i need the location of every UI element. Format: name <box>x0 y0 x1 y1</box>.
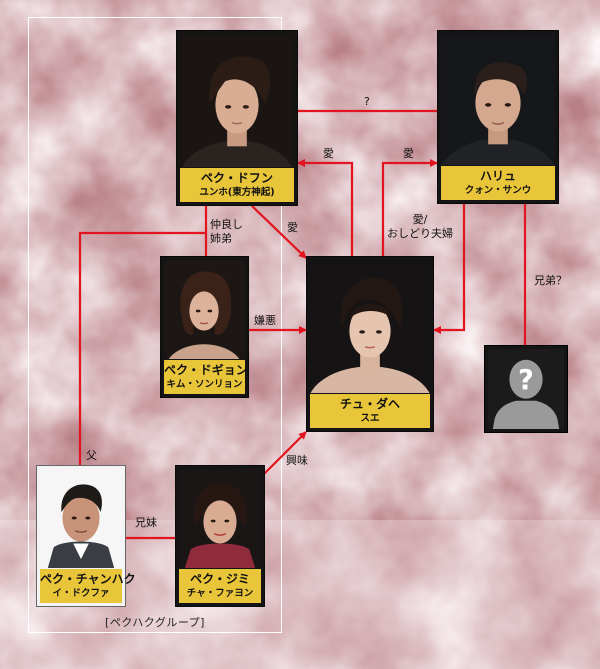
relation-label: 兄弟？ <box>534 274 567 287</box>
line-dahe-haryu <box>381 159 438 256</box>
relation-label: 愛 <box>287 221 298 234</box>
relation-label: 父 <box>86 449 97 462</box>
line-father <box>78 231 206 465</box>
actor-name: クォン・サンウ <box>464 185 532 196</box>
character-card-chanhaku[interactable]: ペク・チャンハク イ・ドクファ <box>36 465 136 607</box>
line-haryu-dahe <box>433 204 466 334</box>
actor-name: イ・ドクファ <box>52 588 110 599</box>
question-mark: ? <box>518 365 534 396</box>
character-card-dahe[interactable]: チュ・ダヘ スエ <box>306 256 434 432</box>
role-name: ハリュ <box>479 169 516 183</box>
name-plate: ハリュ クォン・サンウ <box>441 166 555 200</box>
role-name: ペク・チャンハク <box>40 572 136 586</box>
relation-label: 愛/ おしどり夫婦 <box>387 213 453 240</box>
character-card-jimi[interactable]: ペク・ジミ チャ・ファヨン <box>175 465 265 607</box>
portrait-photo <box>164 260 245 359</box>
actor-name: キム・ソンリョン <box>166 379 243 390</box>
line-dahe-dohun <box>297 159 354 256</box>
group-frame <box>28 17 282 633</box>
relation-label: ? <box>364 95 370 108</box>
actor-name: スエ <box>360 413 380 424</box>
portrait-photo <box>180 34 294 167</box>
role-name: ペク・ドフン <box>200 171 273 185</box>
name-plate: ペク・チャンハク イ・ドクファ <box>40 569 136 603</box>
name-plate: ペク・ドギョン キム・ソンリョン <box>164 360 248 394</box>
group-label: [ペクハクグループ] <box>105 616 205 629</box>
character-card-dohun[interactable]: ペク・ドフン ユンホ(東方神起) <box>176 30 298 206</box>
relation-label: 嫌悪 <box>254 314 276 327</box>
relation-label: 愛 <box>403 147 414 160</box>
portrait-photo <box>310 260 430 393</box>
role-name: チュ・ダヘ <box>339 397 400 411</box>
line-jimi-dahe <box>259 431 307 479</box>
name-plate: ペク・ジミ チャ・ファヨン <box>179 569 261 603</box>
silhouette-icon: ? <box>487 348 565 430</box>
character-card-dogyon[interactable]: ペク・ドギョン キム・ソンリョン <box>160 256 249 398</box>
relation-label: 愛 <box>323 147 334 160</box>
relation-label: 兄妹 <box>135 516 157 529</box>
name-plate: チュ・ダヘ スエ <box>310 394 430 428</box>
line-dohun-dahe <box>251 205 307 259</box>
actor-name: チャ・ファヨン <box>186 588 254 599</box>
portrait-photo <box>441 34 555 165</box>
actor-name: ユンホ(東方神起) <box>199 187 275 198</box>
relation-label: 仲良し 姉弟 <box>210 218 243 245</box>
unknown-character-card[interactable]: ? <box>484 345 568 433</box>
portrait-photo <box>179 469 261 568</box>
name-plate: ペク・ドフン ユンホ(東方神起) <box>180 168 294 202</box>
relation-label: 興味 <box>286 454 308 467</box>
portrait-photo <box>40 469 122 568</box>
role-name: ペク・ジミ <box>190 572 250 586</box>
role-name: ペク・ドギョン <box>164 363 248 377</box>
character-card-haryu[interactable]: ハリュ クォン・サンウ <box>437 30 559 204</box>
